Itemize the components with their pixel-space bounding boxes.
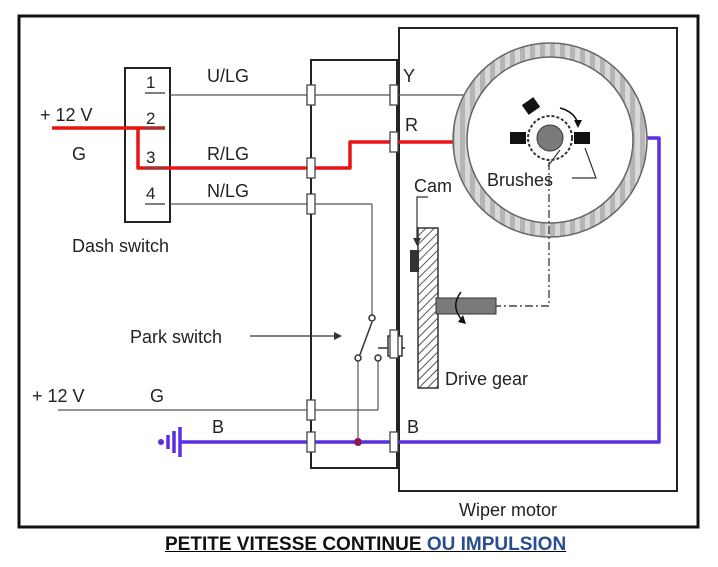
brushes-label: Brushes	[487, 170, 553, 190]
drive-shaft	[435, 297, 497, 315]
connector-right-r	[389, 131, 399, 153]
park-ground-junction	[354, 438, 362, 446]
connector-left-5	[306, 431, 316, 453]
connector-right-park	[389, 329, 399, 359]
caption-part-2: OU IMPULSION	[426, 534, 567, 555]
wire-n-lg-label: N/LG	[207, 181, 249, 201]
drive-gear	[417, 227, 439, 389]
diagram-caption: PETITE VITESSE CONTINUE OU IMPULSION	[165, 534, 566, 556]
wire-r-lg-label: R/LG	[207, 144, 249, 164]
right-r-label: R	[405, 115, 418, 135]
connector-right-b	[389, 431, 399, 453]
wiper-motor-label: Wiper motor	[459, 500, 557, 520]
terminal-4-label: 4	[146, 184, 155, 203]
ground-bottom-label: G	[150, 386, 164, 406]
terminal-1-label: 1	[146, 73, 155, 92]
supply-bottom-label: + 12 V	[32, 386, 85, 406]
terminal-2-label: 2	[146, 109, 155, 128]
brush-top	[521, 97, 541, 115]
cam-pointer	[416, 196, 428, 240]
connector-left-3	[306, 193, 316, 215]
park-switch-blade	[357, 321, 373, 361]
ground-dot	[158, 439, 164, 445]
armature-core	[536, 124, 564, 152]
park-contact-right	[374, 354, 382, 362]
connector-block	[310, 59, 398, 469]
outer-frame	[17, 14, 700, 529]
caption-part-1: PETITE VITESSE CONTINUE	[165, 534, 422, 555]
park-contact-top	[368, 314, 376, 322]
brushes-pointer-right	[572, 147, 597, 179]
wire-u-lg-label: U/LG	[207, 66, 249, 86]
cam-label: Cam	[414, 176, 452, 196]
right-b-label: B	[407, 417, 419, 437]
ground-wire-label: B	[212, 417, 224, 437]
brush-right	[574, 132, 590, 144]
brushes-pointer-left	[547, 149, 561, 167]
connector-left-1	[306, 84, 316, 106]
park-switch-label: Park switch	[130, 327, 222, 347]
park-switch-arrowhead	[334, 332, 342, 340]
drive-gear-label: Drive gear	[445, 369, 528, 389]
shaft-rotation-arrowhead	[458, 315, 466, 324]
ground-top-label: G	[72, 144, 86, 164]
shaft-rotation-arrow	[455, 291, 463, 321]
shaft-centerline	[478, 162, 550, 307]
connector-left-4	[306, 399, 316, 421]
dash-switch-label: Dash switch	[72, 236, 169, 256]
connector-left-2	[306, 157, 316, 179]
feed-wire-jumper	[136, 128, 520, 170]
right-y-label: Y	[403, 66, 415, 86]
cam-pointer-arrowhead	[413, 238, 421, 246]
cam-lobe	[410, 250, 419, 272]
terminal-3-label: 3	[146, 148, 155, 167]
supply-top-label: + 12 V	[40, 105, 93, 125]
park-contact-left	[354, 354, 362, 362]
connector-right-y	[389, 84, 399, 106]
brush-left	[510, 132, 526, 144]
rotation-arrowhead	[574, 120, 582, 128]
wiper-motor-box	[398, 27, 678, 492]
